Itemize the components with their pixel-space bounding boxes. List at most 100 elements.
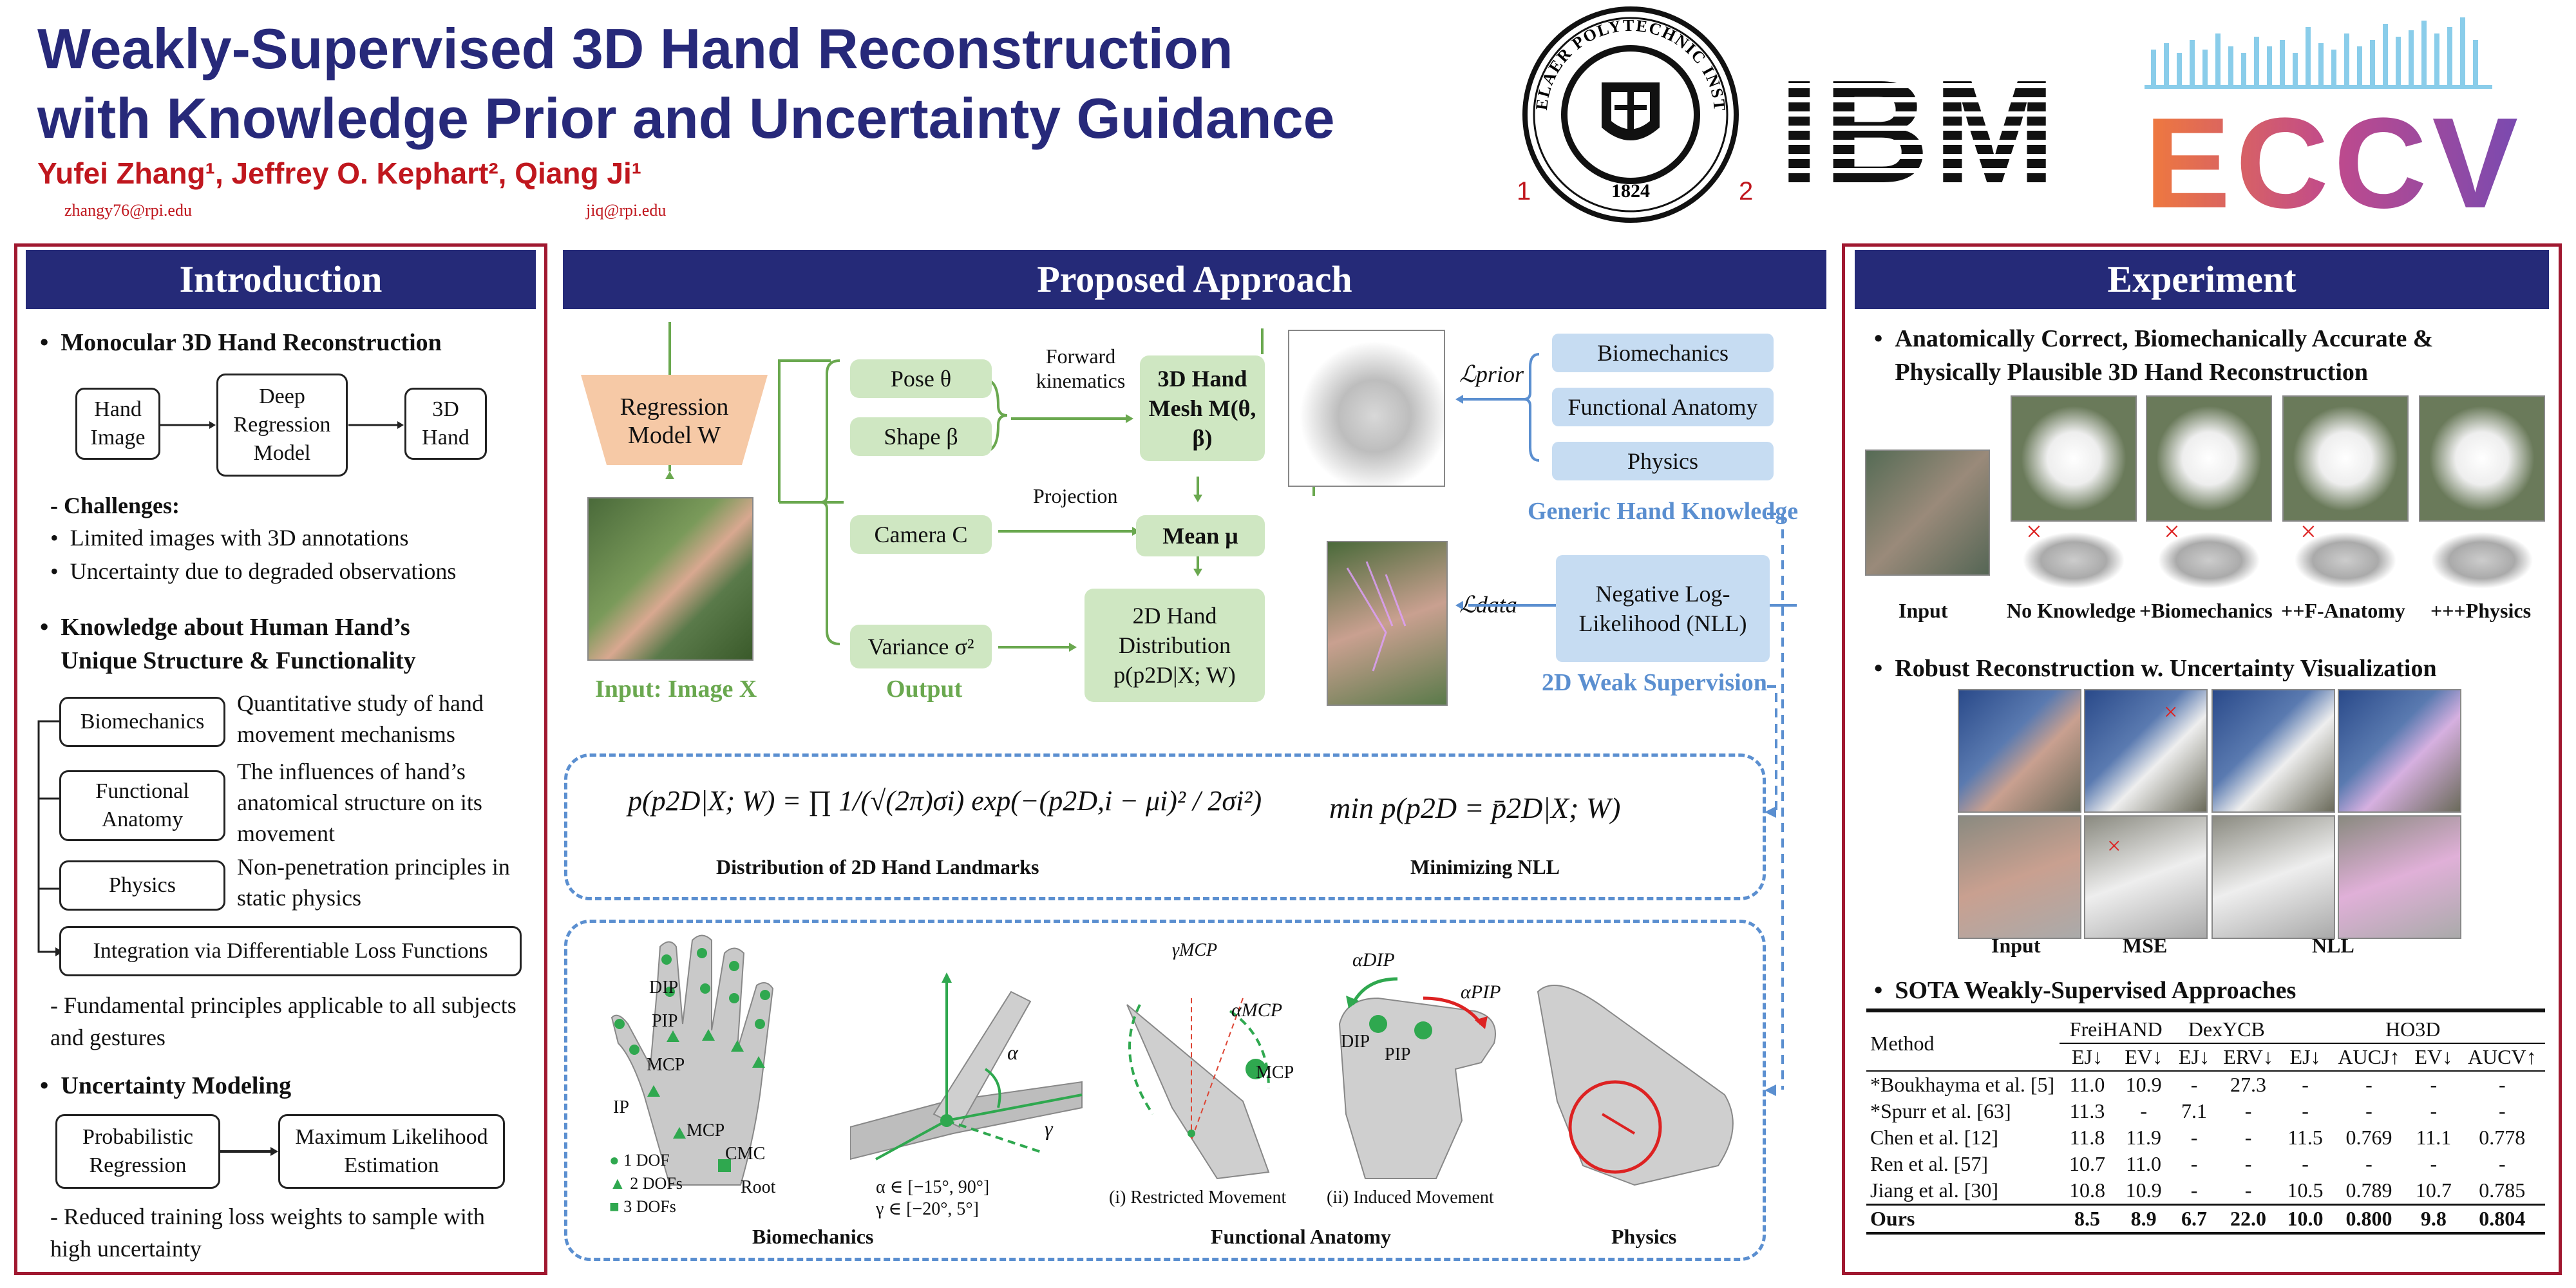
distribution-equation: p(p2D|X; W) = ∏ 1/(√(2π)σi) exp(−(p2D,i …: [628, 785, 1262, 817]
gamma-label: γ: [1045, 1117, 1053, 1140]
row1-mesh-no-knowledge: [2016, 528, 2132, 592]
table-cell: 10.7: [2069, 1152, 2105, 1175]
row1-label-physics: +++Physics: [2430, 599, 2532, 622]
rpi-logo-year: 1824: [1611, 180, 1650, 202]
weak-supervision-label: 2D Weak Supervision: [1542, 669, 1767, 696]
generic-hand-knowledge-label: Generic Hand Knowledge: [1528, 498, 1799, 525]
table-cell: -: [2430, 1073, 2438, 1096]
sota-table: Method FreiHAND DexYCB HO3D EJ↓ EV↓ EJ↓ …: [1866, 1016, 2545, 1235]
table-cell: 11.8: [2069, 1126, 2105, 1149]
ours-cell-8: 0.804: [2479, 1207, 2526, 1230]
table-cell: 10.9: [2125, 1073, 2162, 1096]
joint-label-dip: DIP: [649, 978, 679, 998]
row1-input-image: [1865, 450, 1990, 576]
regression-model-box: Regression Model W: [581, 375, 768, 465]
table-cell-method: *Spurr et al. [63]: [1870, 1099, 2011, 1122]
introduction-heading: Introduction: [26, 250, 536, 309]
challenge-text-2: Uncertainty due to degraded observations: [70, 558, 457, 584]
table-cell: -: [2302, 1152, 2309, 1175]
supervision-dashed-links: [1767, 513, 1784, 1090]
col-ej-3: EJ↓: [2289, 1045, 2321, 1068]
knowledge-region: [564, 920, 1766, 1261]
rpi-logo: RENSSELAER POLYTECHNIC INSTITUTE 1824: [1515, 0, 1740, 224]
email-1: zhangy76@rpi.edu: [64, 201, 192, 220]
row1-label-input: Input: [1899, 599, 1948, 622]
approach-heading: Proposed Approach: [563, 250, 1826, 309]
table-cell: -: [2365, 1152, 2372, 1175]
table-cell-method: Ren et al. [57]: [1870, 1152, 1989, 1175]
joint-label-cmc: CMC: [725, 1144, 766, 1164]
joint-label-ip: IP: [613, 1097, 629, 1117]
dof-legend-2: ▲ 2 DOFs: [609, 1174, 683, 1193]
table-cell: 11.5: [2287, 1126, 2323, 1149]
nll-equation-caption: Minimizing NLL: [1410, 855, 1560, 878]
introduction-panel: [14, 243, 547, 1275]
table-cell: 11.3: [2069, 1099, 2105, 1122]
mean-box: Mean μ: [1136, 515, 1265, 556]
row2-label-nll: NLL: [2312, 934, 2354, 957]
intro-bullet-3-text: Uncertainty Modeling: [61, 1072, 292, 1099]
functional-anatomy-caption: Functional Anatomy: [1211, 1225, 1392, 1248]
row1-no-knowledge-image: [2011, 395, 2137, 522]
row1-mesh-f-anatomy: [2287, 528, 2403, 592]
integration-box: Integration via Differentiable Loss Func…: [59, 926, 522, 976]
group-freihand: FreiHAND: [2060, 1016, 2173, 1044]
table-cell: 11.0: [2126, 1152, 2162, 1175]
mesh-box: 3D Hand Mesh M(θ, β): [1140, 355, 1265, 461]
dof-legend: ● 1 DOF ▲ 2 DOFs ■ 3 DOFs: [609, 1149, 683, 1218]
exp-bullet-1: • Anatomically Correct, Biomechanically …: [1874, 322, 2544, 389]
prior-biomechanics: Biomechanics: [1552, 334, 1774, 372]
knowledge-physics: Physics: [59, 860, 225, 911]
probabilistic-regression-box: Probabilistic Regression: [55, 1114, 220, 1189]
table-cell-method: Chen et al. [12]: [1870, 1126, 1999, 1149]
table-cell: -: [2365, 1099, 2372, 1122]
challenge-text-1: Limited images with 3D annotations: [70, 525, 409, 551]
biomechanics-hand: [605, 927, 818, 1198]
intro-bullet-2: • Knowledge about Human Hand’s Unique St…: [40, 611, 491, 677]
knowledge-biomechanics: Biomechanics: [59, 697, 225, 747]
mesh-render: [1288, 330, 1445, 487]
table-cell: -: [2190, 1179, 2198, 1202]
table-cell: -: [2498, 1073, 2506, 1096]
alpha-pip-label: αPIP: [1461, 981, 1501, 1003]
table-cell: 11.9: [2126, 1126, 2162, 1149]
table-cell: -: [2302, 1073, 2309, 1096]
table-cell: -: [2430, 1152, 2438, 1175]
eq-arrow: [1765, 806, 1776, 818]
challenges-title: - Challenges:: [50, 493, 180, 518]
row2-input-bottom: [1958, 815, 2081, 939]
eccv-logo: ECCV: [2145, 14, 2531, 235]
row1-label-no-knowledge: No Knowledge: [2007, 599, 2136, 622]
physics-figure: [1531, 972, 1744, 1191]
table-cell: 0.769: [2345, 1126, 2392, 1149]
knowledge-arrow: [1765, 1084, 1776, 1096]
joint-label-pip: PIP: [652, 1011, 678, 1031]
exp-bullet-3: • SOTA Weakly-Supervised Approaches: [1874, 977, 2297, 1004]
table-cell: 27.3: [2230, 1073, 2267, 1096]
knowledge-functional-anatomy-desc: The influences of hand’s anatomical stru…: [237, 759, 482, 846]
table-cell: 7.1: [2181, 1099, 2208, 1122]
physics-caption: Physics: [1611, 1225, 1677, 1248]
projection-label: Projection: [1033, 484, 1118, 507]
table-cell: -: [2190, 1126, 2198, 1149]
prior-functional-anatomy: Functional Anatomy: [1552, 388, 1774, 426]
dof-legend-1: ● 1 DOF: [609, 1151, 670, 1170]
table-cell: 10.9: [2125, 1179, 2162, 1202]
dof-legend-1-text: 1 DOF: [623, 1151, 670, 1170]
table-cell: 11.0: [2069, 1073, 2105, 1096]
table-cell: 0.785: [2479, 1179, 2526, 1202]
ibm-logo-text: IBM: [1779, 74, 2060, 190]
row1-f-anatomy-image: [2282, 395, 2409, 522]
knowledge-physics-desc: Non-penetration principles in static phy…: [237, 854, 510, 911]
ours-cell-7: 9.8: [2420, 1207, 2447, 1230]
pip-label: PIP: [1385, 1045, 1411, 1065]
exp-bullet-2: • Robust Reconstruction w. Uncertainty V…: [1874, 655, 2437, 682]
poster-title: Weakly-Supervised 3D Hand Reconstruction…: [37, 14, 1519, 153]
table-cell: -: [2365, 1073, 2372, 1096]
input-image-label: Input: Image X: [595, 676, 757, 703]
col-ej-2: EJ↓: [2179, 1045, 2210, 1068]
row2-nll-top-a: [2211, 689, 2335, 813]
